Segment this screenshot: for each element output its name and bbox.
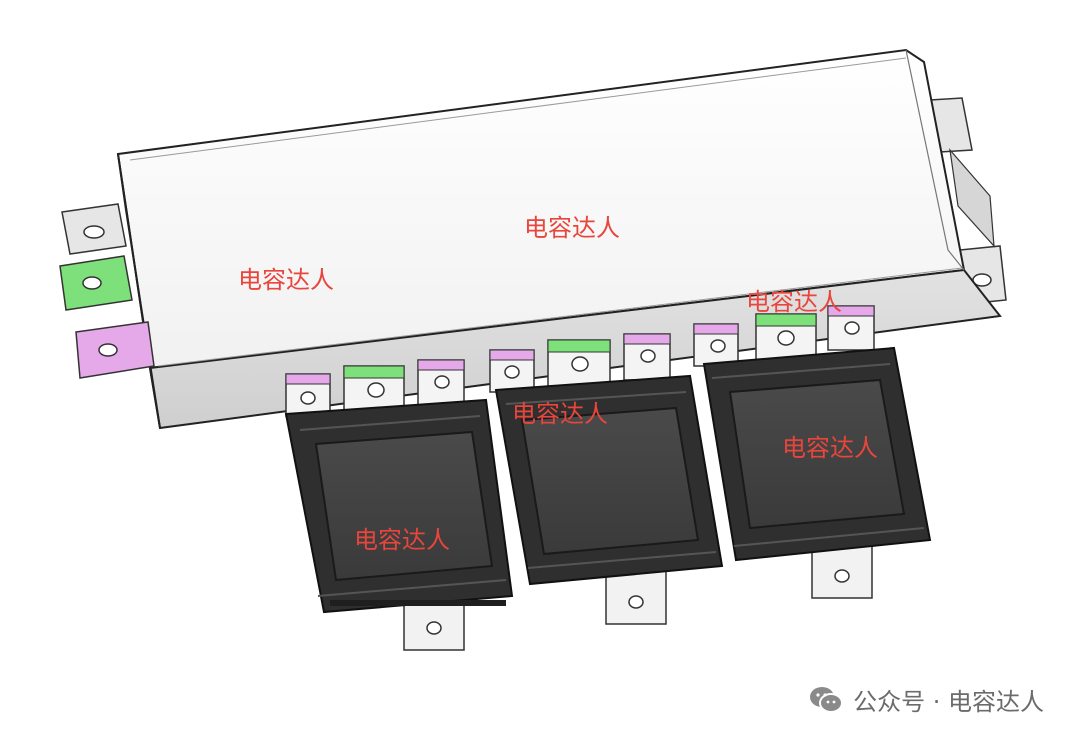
watermark-top-center: 电容达人: [524, 214, 620, 242]
footer-text: 公众号 · 电容达人: [853, 688, 1044, 716]
footer-caption: 公众号 · 电容达人: [809, 682, 1044, 717]
module-2-terminals: [489, 333, 671, 393]
terminal-green-left: [59, 255, 133, 311]
module-1-terminals: [285, 359, 465, 417]
left-bracket: [61, 203, 127, 255]
watermark-right-top: 电容达人: [746, 288, 842, 316]
power-module-3: [702, 346, 932, 599]
watermark-left-module: 电容达人: [354, 526, 450, 554]
watermark-left: 电容达人: [238, 266, 334, 294]
module-3-terminals: [693, 305, 875, 367]
watermark-right-module: 电容达人: [782, 434, 878, 462]
power-module-2: [494, 374, 724, 625]
watermark-center-module: 电容达人: [512, 400, 608, 428]
terminal-pink-left: [75, 321, 155, 379]
wechat-icon: [809, 685, 844, 715]
power-module-1: [284, 398, 514, 651]
